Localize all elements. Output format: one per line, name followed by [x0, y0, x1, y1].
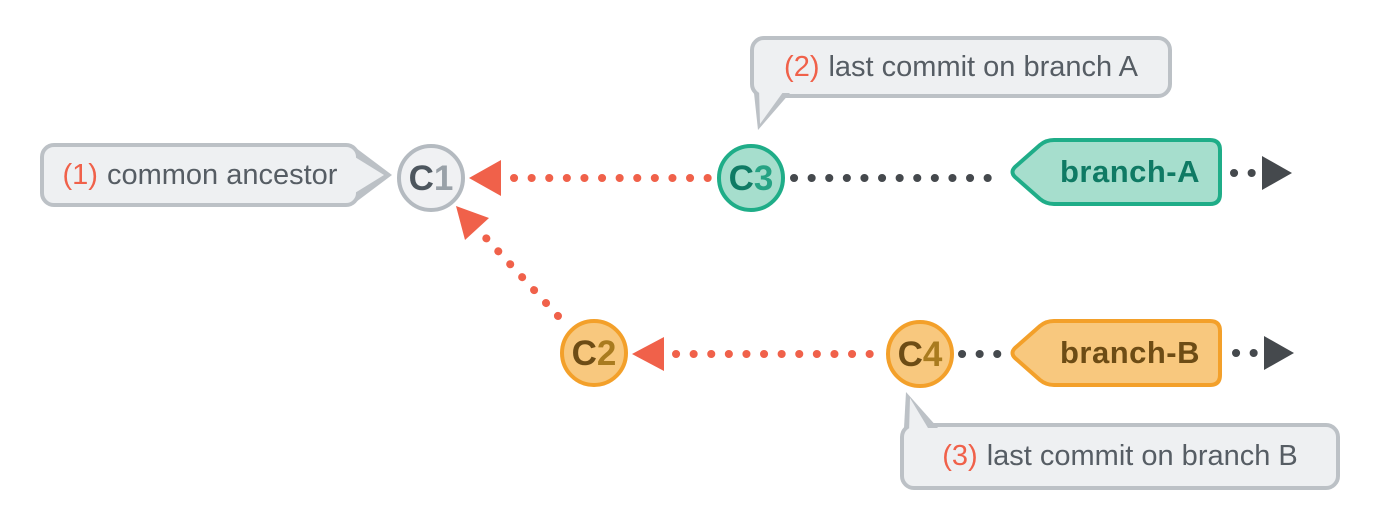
commit-digit: 1	[433, 158, 454, 198]
commit-letter: C	[408, 158, 434, 198]
callout-last-commit-branch-b: (3) last commit on branch B	[900, 423, 1340, 490]
branch-a-continuation-arrow-icon	[1262, 156, 1292, 190]
callout-text: common ancestor	[106, 158, 338, 191]
commit-digit: 3	[753, 158, 774, 198]
commit-letter: C	[897, 334, 923, 374]
arrowhead-c4-to-c2-icon	[632, 337, 664, 371]
callout-number: (1)	[62, 158, 98, 191]
callout-number: (2)	[784, 50, 820, 83]
callout-last-commit-branch-a: (2) last commit on branch A	[750, 36, 1172, 98]
callout-text: last commit on branch B	[986, 440, 1298, 472]
branch-b-continuation-arrow-icon	[1264, 336, 1294, 370]
callout-text: last commit on branch A	[828, 50, 1138, 83]
callout-common-ancestor: (1) common ancestor	[40, 143, 360, 207]
commit-digit: 4	[922, 334, 943, 374]
callout-number: (3)	[942, 440, 978, 472]
commit-letter: C	[728, 158, 754, 198]
commit-digit: 2	[596, 333, 617, 373]
arrowhead-c3-to-c1-icon	[469, 160, 501, 196]
dotted-line-c2-to-c1	[482, 234, 562, 320]
commit-letter: C	[571, 333, 597, 373]
branch-b-tag-label: branch-B	[1059, 335, 1201, 370]
branch-a-tag-label: branch-A	[1059, 154, 1201, 189]
arrowhead-c2-to-c1-icon	[456, 206, 489, 240]
